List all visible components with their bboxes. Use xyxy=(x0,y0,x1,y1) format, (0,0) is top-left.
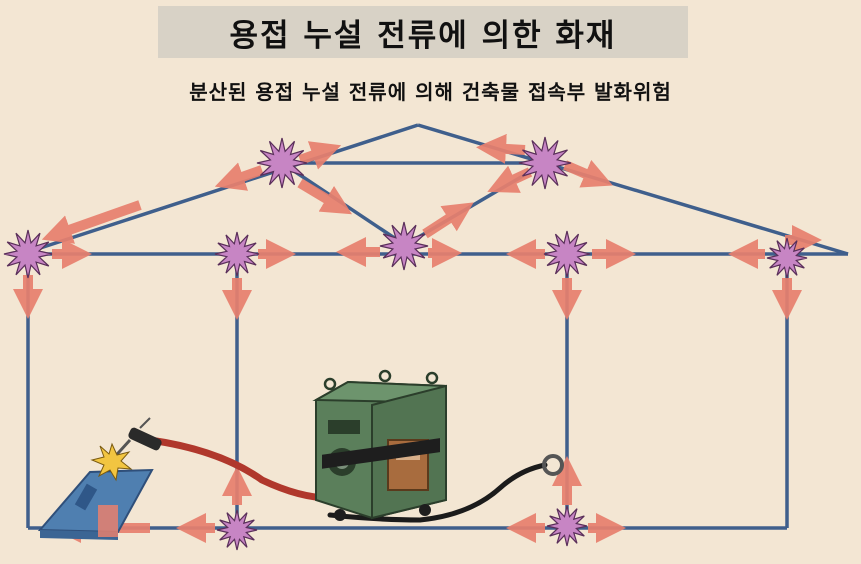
spark-star-icon xyxy=(379,221,429,271)
current-arrow xyxy=(297,178,353,215)
spark-star-icon xyxy=(256,137,308,189)
weld-spark-icon xyxy=(90,442,133,482)
current-arrow xyxy=(41,200,142,244)
spark-star-icon xyxy=(518,136,572,190)
welding-workpiece xyxy=(37,468,154,540)
spark-star-icon xyxy=(214,231,260,277)
spark-group xyxy=(3,136,808,551)
current-arrow xyxy=(476,133,526,164)
frame-roof-right xyxy=(417,123,849,256)
spark-star-icon xyxy=(216,509,258,551)
page-subtitle: 분산된 용접 누설 전류에 의해 건축물 접속부 발화위험 xyxy=(189,80,672,104)
frame-truss-left xyxy=(281,161,406,247)
leakage-current-arrows xyxy=(13,133,822,543)
welding-machine-icon xyxy=(312,369,564,523)
page-title: 용접 누설 전류에 의한 화재 xyxy=(229,17,617,54)
current-arrow xyxy=(422,202,474,239)
current-arrow xyxy=(298,141,342,170)
spark-star-icon xyxy=(546,505,588,547)
frame-roof-left xyxy=(27,123,419,254)
current-arrow xyxy=(563,159,613,188)
spark-star-icon xyxy=(3,229,53,279)
spark-star-icon xyxy=(543,230,591,278)
current-arrow xyxy=(214,162,264,191)
welding-torch-icon xyxy=(90,417,334,502)
ground-clamp-icon xyxy=(542,454,564,476)
spark-star-icon xyxy=(766,237,808,279)
title-banner: 용접 누설 전류에 의한 화재 xyxy=(158,6,688,58)
